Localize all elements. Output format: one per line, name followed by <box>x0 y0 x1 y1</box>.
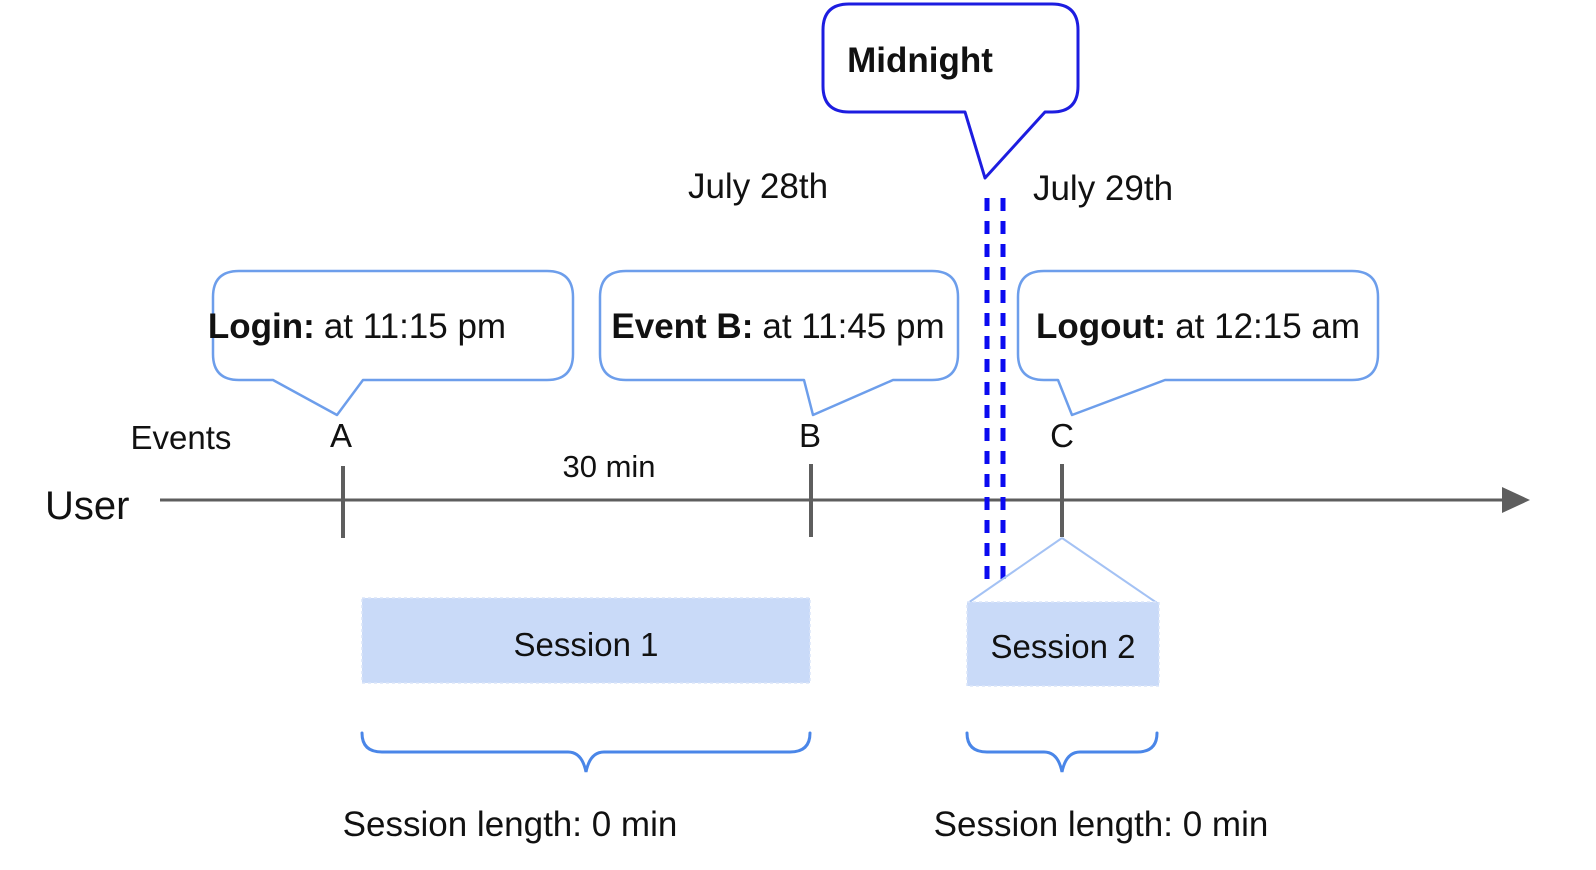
session-1-box: Session 1 <box>361 597 811 684</box>
session-2-rect <box>966 601 1160 687</box>
session-2-box: Session 2 <box>966 537 1160 687</box>
event-marker-a: A <box>330 417 352 454</box>
user-row-label: User <box>45 484 129 528</box>
login-callout: Login:at 11:15 pm <box>208 269 575 417</box>
session-2-projection-right <box>1061 537 1158 604</box>
session-1-rect <box>361 597 811 684</box>
user-timeline <box>160 464 1530 538</box>
session-1-length: Session length: 0 min <box>343 731 812 844</box>
session-2-length-label: Session length: 0 min <box>934 805 1269 844</box>
timeline-arrowhead-icon <box>1502 487 1530 513</box>
login-callout-text: Login:at 11:15 pm <box>208 307 506 346</box>
date-label-july-29: July 29th <box>1033 169 1173 208</box>
midnight-divider <box>984 198 1006 580</box>
login-callout-time: at 11:15 pm <box>324 307 506 346</box>
session-2-projection-left <box>967 537 1063 604</box>
session-1-length-label: Session length: 0 min <box>343 805 678 844</box>
event-marker-c: C <box>1050 417 1074 454</box>
login-callout-label: Login: <box>208 307 315 346</box>
midnight-callout-bubble <box>821 2 1080 180</box>
logout-callout: Logout:at 12:15 am <box>1016 269 1380 417</box>
logout-callout-bubble <box>1016 269 1380 417</box>
logout-callout-label: Logout: <box>1036 307 1166 346</box>
session-1-label: Session 1 <box>514 626 659 663</box>
date-label-july-28: July 28th <box>688 167 828 206</box>
session-1-brace <box>360 731 812 773</box>
logout-callout-text: Logout:at 12:15 am <box>1036 307 1360 346</box>
event-b-callout-bubble <box>598 269 960 417</box>
midnight-callout: Midnight <box>821 2 1080 180</box>
session-2-length: Session length: 0 min <box>934 731 1269 844</box>
event-b-callout-time: at 11:45 pm <box>762 307 944 346</box>
midnight-callout-text: Midnight <box>847 41 993 80</box>
event-marker-b: B <box>799 417 821 454</box>
session-2-brace <box>965 731 1159 773</box>
events-row-label: Events <box>131 419 232 456</box>
event-b-callout: Event B:at 11:45 pm <box>598 269 960 417</box>
event-b-callout-label: Event B: <box>611 307 753 346</box>
interval-label: 30 min <box>562 449 655 484</box>
session-2-label: Session 2 <box>991 628 1136 665</box>
login-callout-bubble <box>211 269 575 417</box>
event-b-callout-text: Event B:at 11:45 pm <box>611 307 944 346</box>
logout-callout-time: at 12:15 am <box>1175 307 1360 346</box>
